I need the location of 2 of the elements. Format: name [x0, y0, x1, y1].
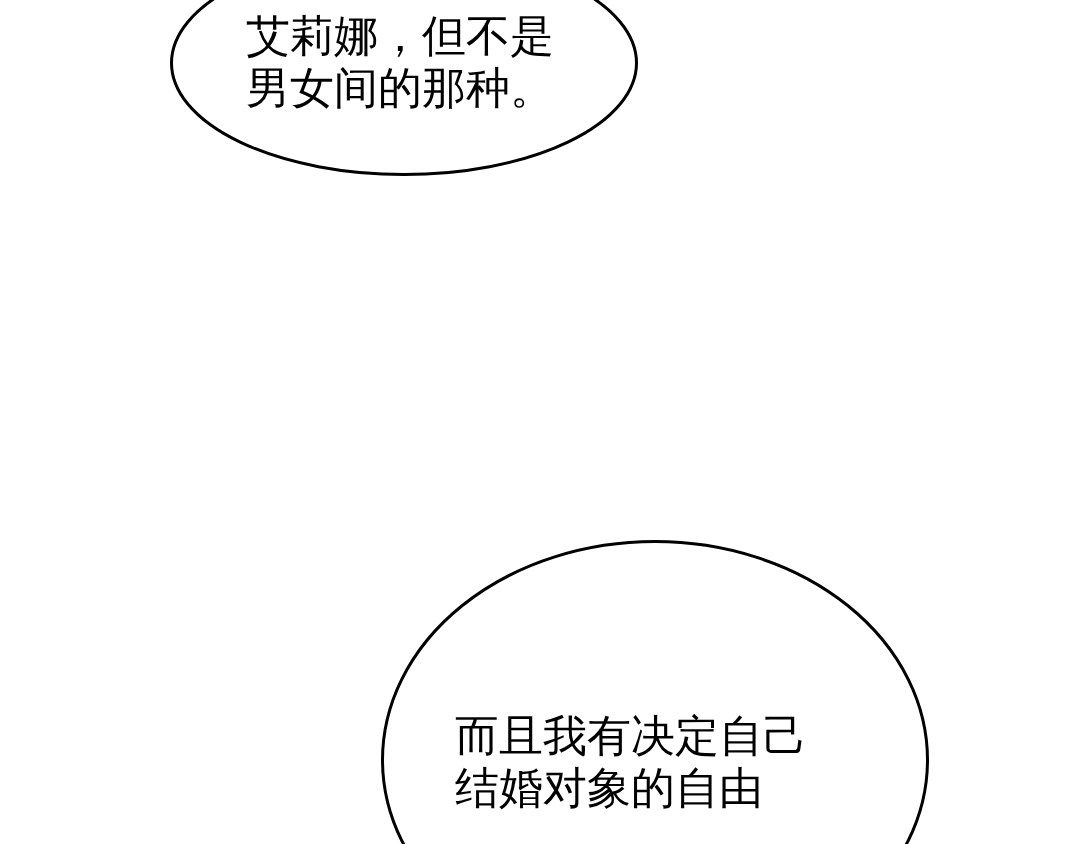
speech-text: 艾莉娜，但不是男女间的那种。: [246, 10, 555, 114]
speech-text: 而且我有决定自己结婚对象的自由: [455, 710, 808, 814]
